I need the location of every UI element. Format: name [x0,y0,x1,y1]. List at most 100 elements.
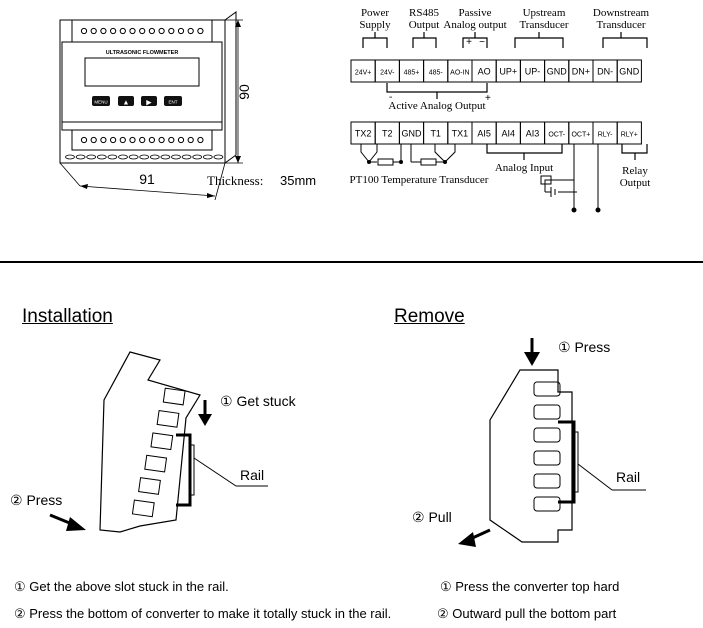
base-vent [65,154,75,160]
terminal-dot [197,27,204,35]
wiring-diagram: Power Supply RS485 Output Passive Analog… [350,7,651,213]
device-brand: ULTRASONIC FLOWMETER [106,50,179,56]
terminal-dot [80,136,88,144]
terminal-dot [158,136,165,144]
base-vent [86,154,97,160]
base-vent [160,154,171,160]
group-label-upstream-1: Upstream [523,7,566,19]
terminal-dot [110,27,117,35]
install-rail-label: Rail [240,467,264,483]
group-label-upstream-2: Transducer [519,19,568,31]
device-drawing: ULTRASONIC FLOWMETER MENU ▲ ▶ ENT 90 91 … [59,11,316,201]
remove-rail-label: Rail [616,469,640,485]
base-vent [181,154,192,160]
active-minus-sign: - [389,92,392,103]
base-vent [118,154,128,160]
oct-circuit [540,144,599,210]
device-buttons: MENU ▲ ▶ ENT [92,96,182,107]
group-label-rs485-1: RS485 [409,7,439,19]
terminal-dot [129,136,136,144]
group-label-power-2: Supply [359,19,391,31]
slot [150,432,174,451]
terminal-dot [187,136,194,144]
group-label-power-1: Power [361,7,389,19]
terminal-label: AI4 [502,129,516,139]
thickness-label: Thickness: [207,173,263,188]
slot [138,477,161,495]
installation-drawing: ① Get stuck Rail ② Press [10,351,297,533]
device-display [84,57,200,87]
terminal-label: TX1 [452,129,469,139]
terminal-label: AI3 [526,129,540,139]
install-note-1: ① Get the above slot stuck in the rail. [14,579,229,594]
group-label-downstream-2: Transducer [596,19,645,31]
relay-label-1: Relay [622,165,648,177]
terminal-dot [100,27,107,35]
terminal-label: DN+ [572,67,590,77]
group-label-downstream-1: Downstream [593,7,650,19]
terminal-dot [119,27,126,35]
section-divider [0,261,703,263]
device-button-up: ▲ [123,100,130,107]
slot [533,427,561,443]
terminal-dot [168,27,175,35]
base-vent [96,154,107,160]
device-dim-height: 90 [236,84,252,100]
device-button-right: ▶ [146,100,152,107]
group-label-rs485-2: Output [409,19,440,31]
terminal-dot [177,27,185,35]
terminal-label: GND [619,67,640,77]
terminal-label: OCT- [548,132,565,139]
remove-slots [533,381,561,512]
terminal-dot [119,136,126,144]
device-dim-width: 91 [139,171,155,187]
group-label-passive-2: Analog output [443,19,506,31]
terminal-dot [139,27,146,35]
terminal-dot [148,136,155,144]
terminal-label: DN- [597,67,613,77]
active-plus-sign: + [485,93,491,104]
base-vent [171,154,181,160]
thickness-value: 35mm [280,173,316,188]
slot [533,381,561,397]
installation-slots [131,387,186,518]
remove-note-1: ① Press the converter top hard [440,579,620,594]
pt100-wiring [360,144,456,166]
terminal-label: T2 [382,129,393,139]
slot [162,387,186,406]
terminal-label: AI5 [477,129,491,139]
terminal-label: 485+ [404,70,420,77]
slot [156,410,180,428]
passive-minus-sign: − [479,37,485,48]
slot [533,496,561,512]
terminal-label: TX2 [355,129,372,139]
pt100-label: PT100 Temperature Transducer [350,174,489,186]
active-analog-label: Active Analog Output [388,100,485,112]
base-vent [213,154,224,160]
install-step1-label: ① Get stuck [220,393,297,409]
terminal-label: AO [478,67,491,77]
slot [144,454,168,473]
terminal-label: T1 [430,129,441,139]
terminal-label: RLY- [598,132,613,139]
terminal-box [616,59,642,83]
terminal-label: 24V+ [355,70,372,77]
remove-step2-label: ② Pull [412,509,452,525]
slot [533,404,561,420]
base-vent [139,154,150,160]
terminal-dot [90,27,97,35]
terminal-dot [80,27,88,35]
terminal-dot [139,136,146,144]
terminal-label: GND [547,67,568,77]
relay-label-2: Output [620,177,651,189]
terminal-dot [148,27,155,35]
base-vent [149,154,160,160]
slot [533,473,561,489]
terminal-label: UP+ [499,67,517,77]
passive-plus-sign: + [466,37,472,48]
base-vent [202,154,213,160]
terminal-dot [197,136,204,144]
slot [131,499,155,518]
